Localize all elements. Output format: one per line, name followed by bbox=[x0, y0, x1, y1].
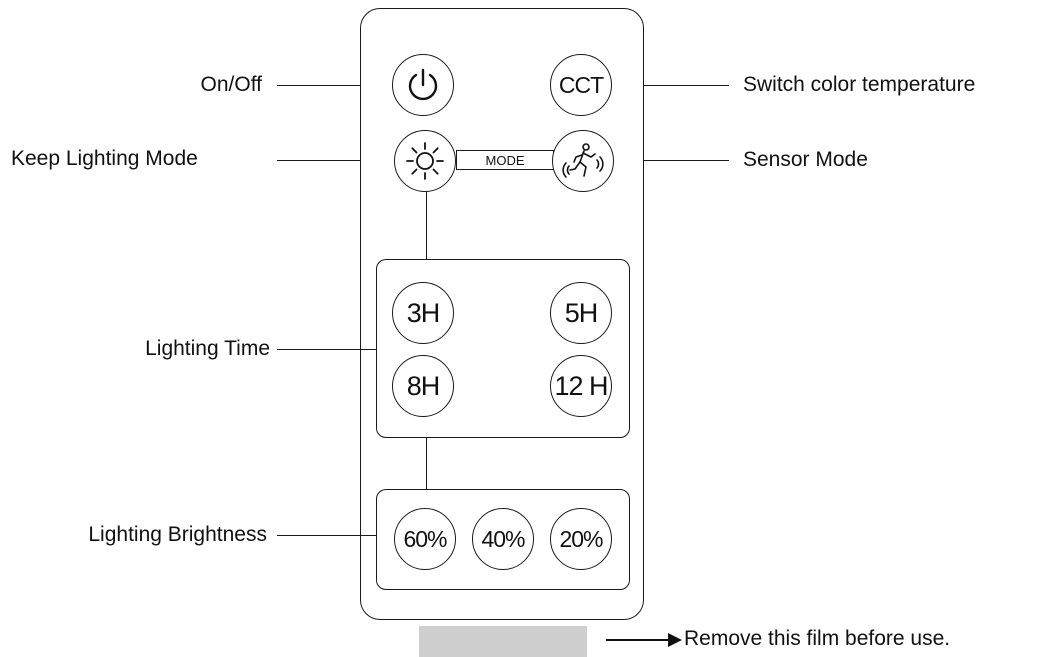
leader-line bbox=[644, 160, 729, 162]
power-button[interactable] bbox=[392, 54, 454, 116]
leader-line bbox=[277, 85, 360, 87]
brightness-60-button[interactable]: 60% bbox=[394, 508, 456, 570]
switch-color-temperature-label: Switch color temperature bbox=[743, 73, 976, 96]
cct-button[interactable]: CCT bbox=[550, 54, 612, 116]
power-icon bbox=[408, 68, 438, 101]
lighting-brightness-panel bbox=[376, 489, 630, 590]
connector-line bbox=[426, 192, 428, 259]
time-3h-label: 3H bbox=[406, 297, 441, 328]
sun-icon bbox=[406, 142, 444, 180]
arrow-right-icon bbox=[606, 633, 682, 647]
time-5h-label: 5H bbox=[564, 297, 599, 328]
on-off-label: On/Off bbox=[200, 73, 262, 96]
film-note-label: Remove this film before use. bbox=[684, 627, 951, 650]
leader-line bbox=[277, 160, 360, 162]
time-12h-button[interactable]: 12 H bbox=[550, 355, 612, 417]
time-3h-button[interactable]: 3H bbox=[392, 282, 454, 344]
lighting-time-panel bbox=[376, 259, 630, 438]
keep-lighting-mode-label: Keep Lighting Mode bbox=[11, 147, 198, 170]
sensor-mode-button[interactable] bbox=[552, 130, 614, 192]
brightness-40-label: 40% bbox=[481, 525, 525, 552]
cct-label: CCT bbox=[558, 71, 604, 98]
leader-line bbox=[277, 349, 376, 351]
brightness-20-label: 20% bbox=[559, 525, 603, 552]
keep-lighting-button[interactable] bbox=[394, 130, 456, 192]
brightness-60-label: 60% bbox=[403, 525, 447, 552]
lighting-time-label: Lighting Time bbox=[145, 337, 270, 360]
running-person-icon bbox=[562, 143, 604, 178]
protective-film[interactable] bbox=[419, 626, 587, 657]
time-8h-label: 8H bbox=[406, 370, 441, 401]
brightness-40-button[interactable]: 40% bbox=[472, 508, 534, 570]
mode-connector: MODE bbox=[456, 150, 554, 170]
leader-line bbox=[644, 85, 729, 87]
mode-label: MODE bbox=[485, 152, 525, 168]
connector-line bbox=[426, 438, 428, 489]
time-5h-button[interactable]: 5H bbox=[550, 282, 612, 344]
brightness-20-button[interactable]: 20% bbox=[550, 508, 612, 570]
time-8h-button[interactable]: 8H bbox=[392, 355, 454, 417]
sensor-mode-label: Sensor Mode bbox=[743, 148, 868, 171]
leader-line bbox=[277, 535, 376, 537]
time-12h-label: 12 H bbox=[554, 370, 608, 401]
lighting-brightness-label: Lighting Brightness bbox=[88, 523, 267, 546]
